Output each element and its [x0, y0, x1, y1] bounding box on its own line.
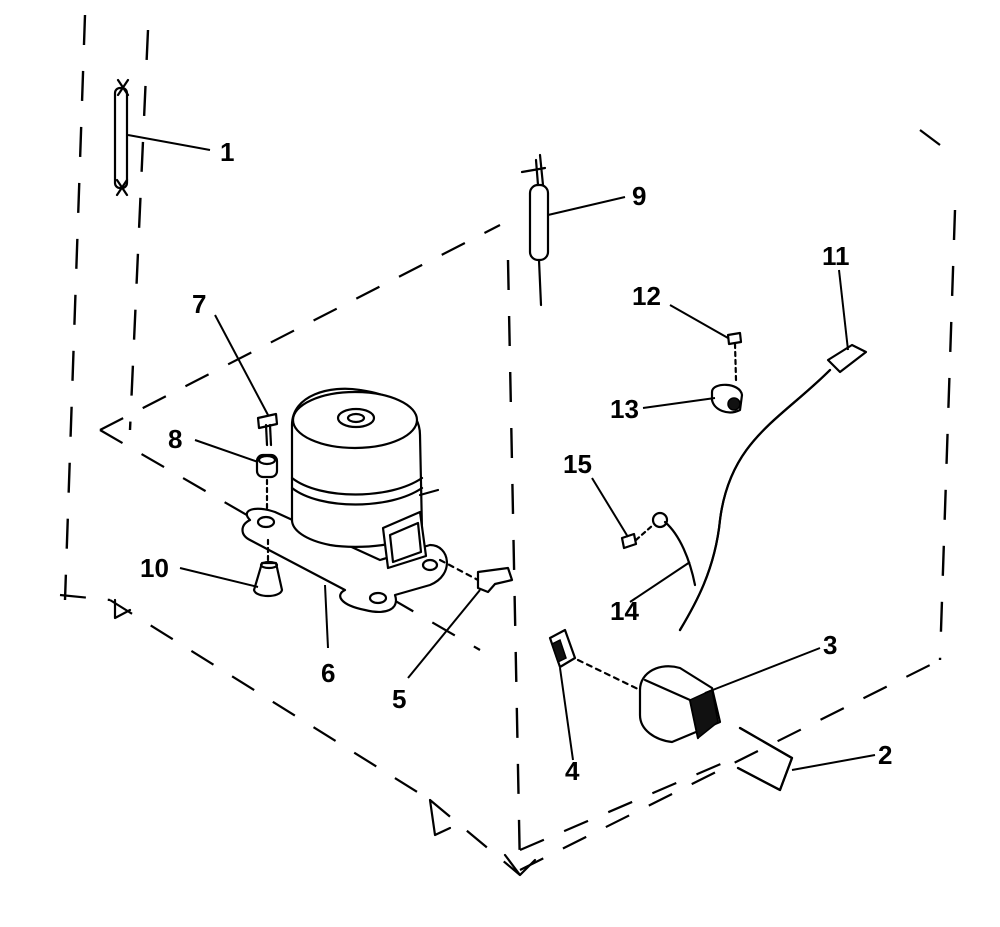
callout-10: 10 [140, 553, 169, 583]
callout-14: 14 [610, 596, 639, 626]
callout-13: 13 [610, 394, 639, 424]
cabinet-outline [59, 14, 957, 877]
callout-8: 8 [168, 424, 182, 454]
part-11-cord [678, 343, 868, 632]
leader-lines [127, 134, 876, 771]
callout-6: 6 [321, 658, 335, 688]
callout-1: 1 [220, 137, 234, 167]
callout-2: 2 [878, 740, 892, 770]
callout-labels: 1 2 3 4 5 6 7 8 9 10 11 12 13 14 15 [140, 137, 892, 786]
callout-11: 11 [822, 241, 850, 271]
callout-12: 12 [632, 281, 661, 311]
part-15-screw [620, 523, 655, 550]
callout-7: 7 [192, 289, 206, 319]
callout-3: 3 [823, 630, 837, 660]
part-4-relay [548, 628, 577, 669]
part-14-wire [651, 511, 697, 587]
part-2-bracket [736, 726, 794, 792]
part-13-clamp [710, 383, 744, 414]
part-8-grommet [255, 453, 279, 479]
part-12-screw [726, 331, 743, 382]
part-7-bolt [256, 412, 279, 447]
part-10-foot [252, 478, 284, 598]
compressor [241, 387, 448, 613]
part-1-bracket [113, 78, 130, 197]
part-5-clip [438, 558, 514, 594]
part-9-sensor [520, 153, 550, 307]
part-3-cover [576, 658, 722, 744]
callout-4: 4 [565, 756, 580, 786]
callout-9: 9 [632, 181, 646, 211]
callout-5: 5 [392, 684, 406, 714]
callout-15: 15 [563, 449, 592, 479]
